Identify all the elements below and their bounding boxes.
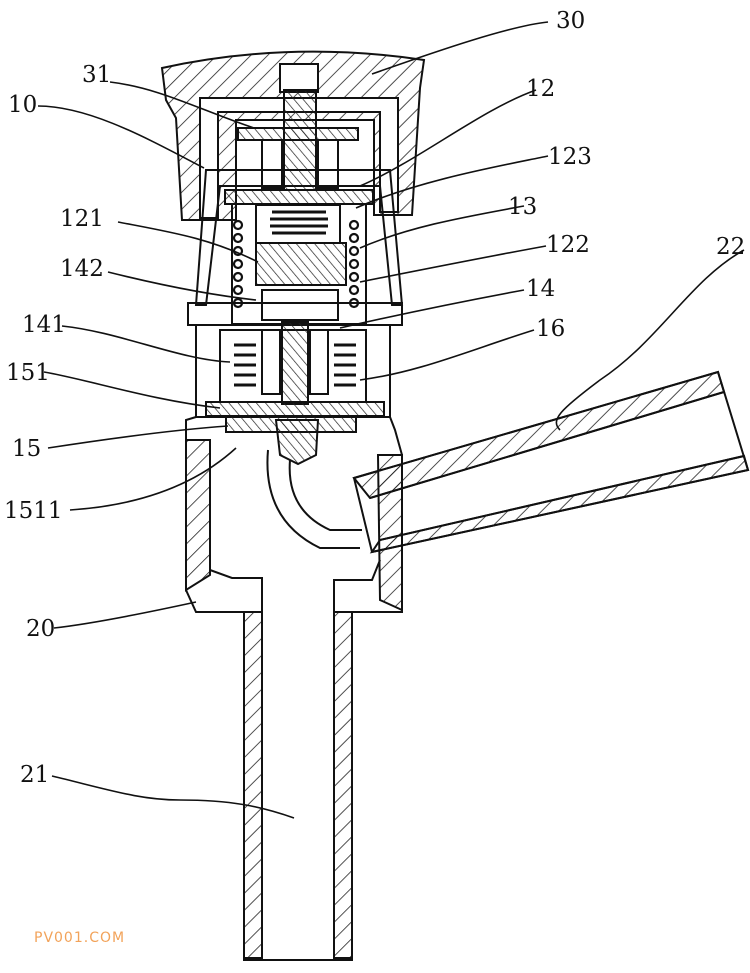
leader-151	[43, 371, 221, 409]
cap-body	[160, 50, 426, 221]
vertical-pipe-wall-left	[243, 611, 263, 959]
label-30: 30	[556, 8, 585, 34]
lower-spring-left	[234, 343, 256, 387]
stem-collar	[237, 127, 359, 141]
lower-spring-right	[334, 343, 356, 387]
housing-outer	[194, 169, 404, 306]
leader-30	[371, 21, 549, 75]
leader-122	[359, 245, 547, 283]
side-spring-right	[348, 219, 360, 309]
label-121: 121	[60, 206, 104, 232]
leader-123	[355, 155, 549, 209]
leader-14	[339, 289, 525, 329]
label-123: 123	[548, 144, 592, 170]
label-141: 141	[22, 312, 66, 338]
piston-13	[255, 242, 347, 286]
vertical-pipe-wall-right	[333, 611, 353, 959]
piston-gap	[261, 289, 339, 321]
upper-spring-coils	[270, 210, 328, 235]
label-142: 142	[60, 256, 104, 282]
leader-1511	[69, 447, 237, 511]
leader-16	[359, 329, 535, 381]
label-1511: 1511	[4, 498, 63, 524]
cap-inner-cavity	[199, 97, 399, 219]
leader-13	[359, 205, 525, 249]
label-22: 22	[716, 234, 745, 260]
leader-141	[61, 325, 231, 363]
leader-142	[107, 271, 257, 301]
label-21: 21	[20, 762, 49, 788]
label-31: 31	[82, 62, 111, 88]
label-20: 20	[26, 616, 55, 642]
valve-plug-1511	[274, 419, 320, 466]
leader-20	[53, 601, 197, 629]
cap-stem-top	[279, 63, 319, 93]
stem-sleeve-left	[261, 139, 283, 189]
side-spring-left	[232, 219, 244, 309]
side-pipe-wall-bottom	[369, 454, 750, 554]
flow-channel-inner	[288, 459, 362, 531]
part-labels: 30 31 10 12 123 121 13 122 22 142 14 141…	[4, 8, 745, 788]
center-rod-sleeve-right	[309, 329, 329, 395]
center-rod	[281, 321, 309, 405]
stem-sleeve-right	[317, 139, 339, 189]
leader-21	[51, 775, 295, 819]
label-15: 15	[12, 436, 41, 462]
watermark: PV001.COM	[34, 930, 126, 946]
leader-22	[555, 249, 745, 431]
label-14: 14	[526, 276, 555, 302]
label-12: 12	[526, 76, 555, 102]
main-body-wall-hatch	[185, 439, 211, 592]
flow-channel	[266, 449, 360, 549]
housing-ring	[224, 189, 374, 205]
label-16: 16	[536, 316, 565, 342]
leader-lines	[37, 21, 745, 819]
side-pipe-wall-top	[352, 370, 726, 500]
leader-12	[359, 89, 537, 187]
label-13: 13	[508, 194, 537, 220]
label-122: 122	[546, 232, 590, 258]
label-151: 151	[6, 360, 50, 386]
leader-31	[109, 81, 255, 129]
center-rod-sleeve-left	[261, 329, 281, 395]
label-10: 10	[8, 92, 37, 118]
leader-15	[47, 425, 229, 449]
diaphragm-151	[205, 401, 385, 417]
leader-121	[117, 221, 259, 263]
leader-10	[37, 105, 205, 169]
